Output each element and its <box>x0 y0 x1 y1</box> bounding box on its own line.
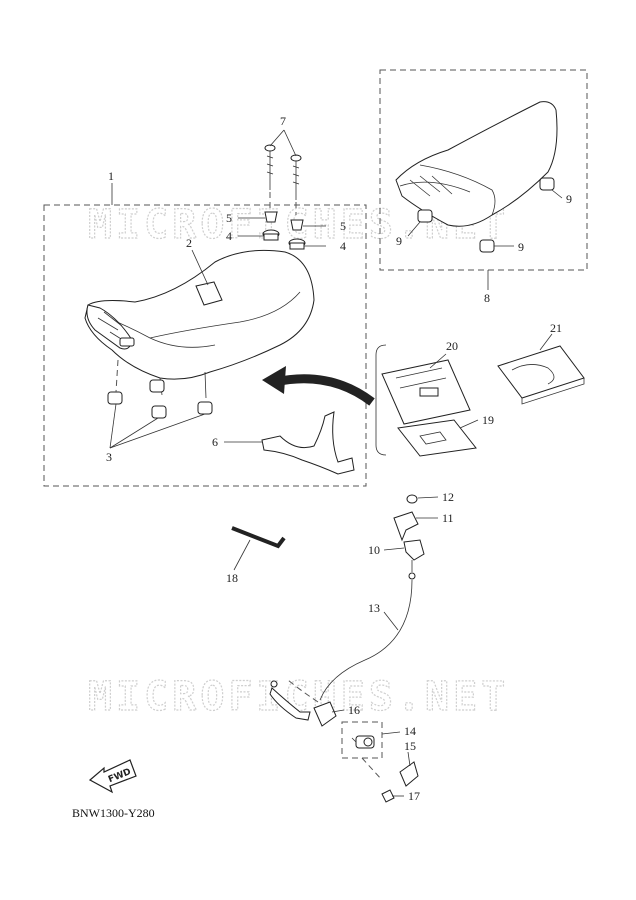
holder-16 <box>313 701 337 727</box>
damper-3 <box>107 379 213 419</box>
grommet-4-right <box>288 238 306 250</box>
collar-5-left <box>264 211 278 223</box>
callout-12: 12 <box>442 490 454 504</box>
bolt-7-right <box>290 154 302 200</box>
leader-lines <box>109 129 563 797</box>
diagram-code: BNW1300-Y280 <box>72 806 155 820</box>
callout-5-right: 5 <box>340 219 346 233</box>
callout-1: 1 <box>108 169 114 183</box>
callout-2: 2 <box>186 236 192 250</box>
callout-18: 18 <box>226 571 238 585</box>
callout-4-right: 4 <box>340 239 346 253</box>
callout-8: 8 <box>484 291 490 305</box>
arrow-head <box>262 366 286 394</box>
fwd-arrow-icon: FWD <box>88 759 137 794</box>
seat-cable-13 <box>319 579 413 701</box>
callout-13: 13 <box>368 601 380 615</box>
callout-9-left: 9 <box>396 234 402 248</box>
callout-7: 7 <box>280 114 286 128</box>
seat-assembly-box <box>43 204 367 487</box>
holder-10 <box>403 539 425 561</box>
callout-3: 3 <box>106 450 112 464</box>
kit-bracket <box>375 344 387 456</box>
seat-lock-14 <box>351 735 375 749</box>
callout-19: 19 <box>482 413 494 427</box>
callout-9-bottom: 9 <box>518 240 524 254</box>
bracket-11 <box>393 511 419 542</box>
main-seat <box>84 249 315 399</box>
damper-9 <box>417 177 555 253</box>
callout-16: 16 <box>348 703 360 717</box>
manual-21 <box>497 345 585 405</box>
callout-5-left: 5 <box>226 211 232 225</box>
callout-9-right: 9 <box>566 192 572 206</box>
collar-5-right <box>290 219 304 231</box>
bolt-7-left <box>264 144 276 190</box>
callout-17: 17 <box>408 789 420 803</box>
bag-20 <box>381 359 471 425</box>
hex-wrench-18 <box>231 526 286 549</box>
seat-strap <box>195 281 223 306</box>
callout-15: 15 <box>404 739 416 753</box>
callout-4-left: 4 <box>226 229 232 243</box>
sticker-19 <box>397 419 477 457</box>
seat-band-6 <box>261 411 355 475</box>
grommet-4-left <box>262 229 280 241</box>
cover-15 <box>399 761 419 787</box>
rear-seat-box <box>379 69 588 271</box>
callout-6: 6 <box>212 435 218 449</box>
callout-11: 11 <box>442 511 454 525</box>
callout-21: 21 <box>550 321 562 335</box>
direction-arrow <box>274 374 375 406</box>
callout-20: 20 <box>446 339 458 353</box>
screw-17 <box>381 789 395 803</box>
rear-seat <box>395 101 558 227</box>
nut-12 <box>406 494 418 504</box>
callout-10: 10 <box>368 543 380 557</box>
callout-14: 14 <box>404 724 416 738</box>
